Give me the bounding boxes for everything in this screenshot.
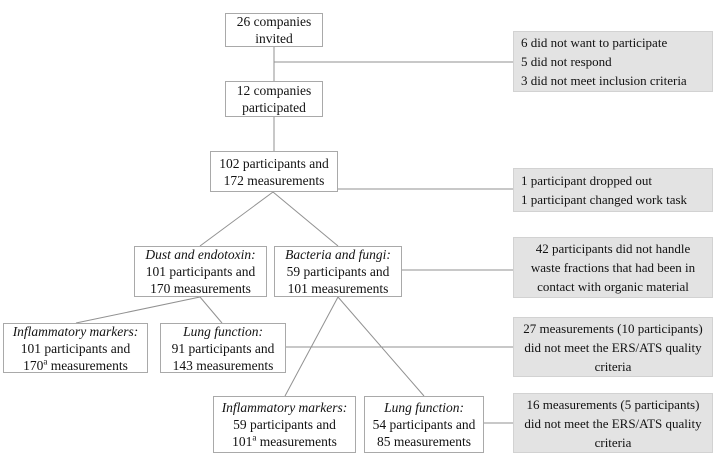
node-inflammatory-markers-bacteria: Inflammatory markers: 59 participants an…	[213, 396, 356, 453]
node-text-line: 170 measurements	[150, 281, 251, 296]
connector-dust-lung	[199, 296, 223, 324]
connector-enrolled-bacteria	[272, 191, 339, 247]
node-text-line: 170a measurements	[23, 356, 128, 373]
node-text-line: 59 participants and	[286, 264, 390, 279]
node-inflammatory-markers-dust: Inflammatory markers: 101 participants a…	[3, 323, 148, 373]
node-text-line: 59 participants and	[233, 417, 336, 432]
note-quality-dust: 27 measurements (10 participants) did no…	[513, 317, 713, 377]
connector-dust-inflammatory	[75, 296, 201, 324]
note-text-line: 6 did not want to participate	[521, 35, 668, 50]
node-heading: Inflammatory markers:	[12, 323, 139, 339]
node-text-line: 26 companies	[236, 14, 312, 29]
node-text-line: 101 participants and	[145, 264, 256, 279]
node-text-line: 91 participants and	[171, 340, 275, 356]
node-enrolled: 102 participants and 172 measurements	[210, 151, 338, 192]
node-dust-endotoxin: Dust and endotoxin: 101 participants and…	[134, 246, 267, 297]
node-text-line: invited	[255, 31, 293, 46]
node-text-line: 101 measurements	[287, 281, 389, 296]
note-text-line: did not meet the ERS/ATS quality	[524, 339, 702, 355]
node-heading: Bacteria and fungi:	[285, 247, 391, 262]
node-text-line: 85 measurements	[376, 434, 472, 449]
node-heading: Dust and endotoxin:	[145, 247, 256, 262]
note-text-line: criteria	[594, 358, 632, 374]
node-companies-participated: 12 companies participated	[225, 81, 323, 117]
node-text-line: 172 measurements	[223, 172, 325, 188]
node-heading: Lung function:	[183, 323, 263, 339]
note-text-line: 27 measurements (10 participants)	[523, 320, 703, 336]
note-text-line: 42 participants did not handle	[535, 241, 691, 256]
node-text-line: 101 participants and	[20, 340, 131, 356]
node-text-line: 12 companies	[236, 83, 312, 98]
node-lung-function-dust: Lung function: 91 participants and 143 m…	[160, 323, 286, 373]
node-heading: Lung function:	[384, 400, 464, 415]
node-text-line: 54 participants and	[372, 417, 476, 432]
note-text-line: did not meet the ERS/ATS quality	[524, 415, 702, 431]
node-lung-function-bacteria: Lung function: 54 participants and 85 me…	[364, 396, 484, 453]
note-text-line: 1 participant changed work task	[521, 192, 688, 207]
note-text-line: 1 participant dropped out	[521, 173, 653, 188]
note-text-line: 5 did not respond	[521, 54, 612, 69]
note-company-exclusions: 6 did not want to participate 5 did not …	[513, 31, 713, 92]
node-text-line: 143 measurements	[172, 357, 274, 373]
node-text-line: 102 participants and	[219, 155, 329, 171]
note-text-line: 16 measurements (5 participants)	[526, 396, 700, 412]
node-heading: Inflammatory markers:	[221, 400, 348, 415]
note-quality-bacteria: 16 measurements (5 participants) did not…	[513, 393, 713, 453]
note-text-line: criteria	[594, 434, 632, 450]
node-text-line: 101a measurements	[232, 432, 337, 449]
note-text-line: waste fractions that had been in	[530, 260, 696, 275]
note-dropouts: 1 participant dropped out 1 participant …	[513, 168, 713, 212]
note-organic-material: 42 participants did not handle waste fra…	[513, 237, 713, 298]
node-bacteria-fungi: Bacteria and fungi: 59 participants and …	[274, 246, 402, 297]
node-companies-invited: 26 companies invited	[225, 13, 323, 47]
footnote-marker: a	[252, 432, 257, 443]
footnote-marker: a	[43, 356, 48, 366]
note-text-line: contact with organic material	[537, 279, 689, 294]
note-text-line: 3 did not meet inclusion criteria	[521, 73, 687, 88]
connector-enrolled-dust	[199, 191, 274, 247]
node-text-line: participated	[242, 100, 306, 115]
